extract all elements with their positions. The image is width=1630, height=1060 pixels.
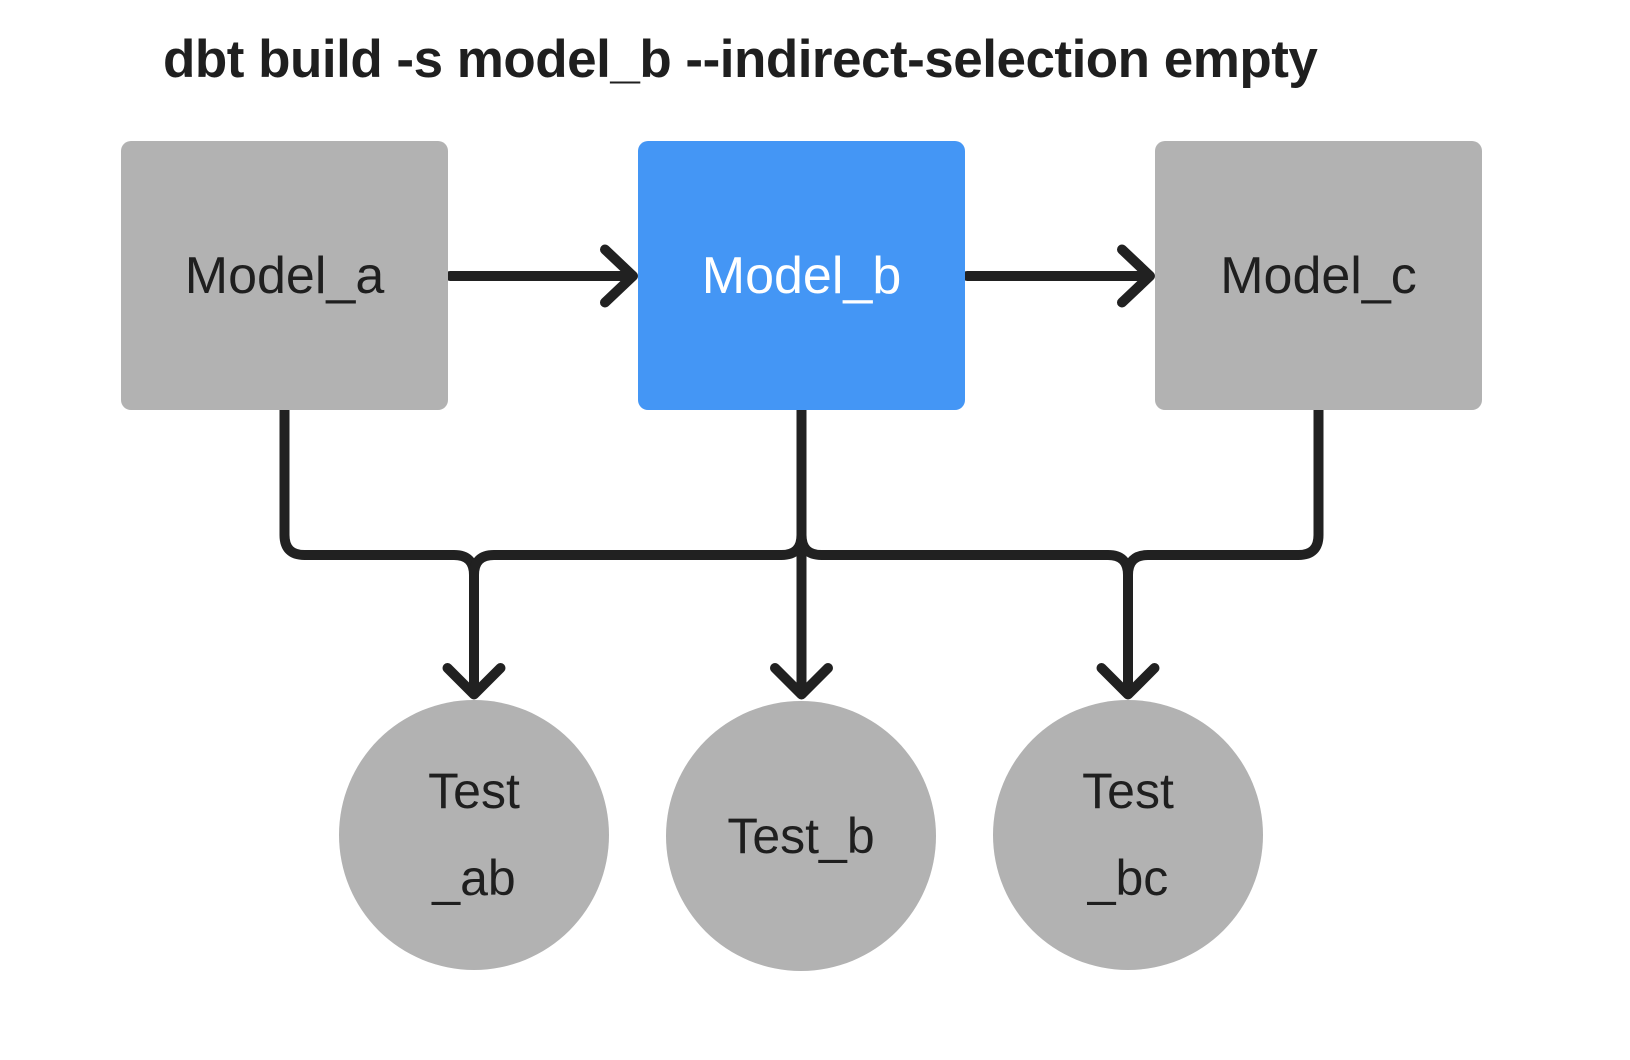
command-title: dbt build -s model_b --indirect-selectio… xyxy=(163,30,1318,89)
edge-model-a-to-model-b-arrow xyxy=(445,244,638,308)
edge-model-c-to-test-bc xyxy=(1123,405,1324,696)
node-model-a: Model_a xyxy=(121,141,448,410)
edge-model-b-to-test-bc xyxy=(796,405,1133,696)
node-model-b-label: Model_b xyxy=(701,246,902,305)
node-test-bc-label-line2: _bc xyxy=(1087,850,1169,906)
node-test-bc-label-line1: Test xyxy=(1082,763,1174,819)
arrowhead-test-ab-icon xyxy=(442,663,506,700)
arrowhead-test-b-icon xyxy=(770,663,833,700)
edge-model-a-to-test-ab xyxy=(279,405,479,696)
node-model-b-selected: Model_b xyxy=(638,141,965,410)
node-model-c: Model_c xyxy=(1155,141,1482,410)
node-test-b-label-line1: Test_b xyxy=(727,807,875,864)
edge-model-b-to-model-c-arrow xyxy=(962,244,1155,308)
node-model-c-label: Model_c xyxy=(1220,246,1417,305)
node-test-ab: Test _ab xyxy=(339,700,609,970)
arrowhead-test-bc-icon xyxy=(1096,663,1160,700)
node-test-ab-label-line1: Test xyxy=(428,763,520,819)
node-model-a-label: Model_a xyxy=(184,246,385,305)
node-test-bc: Test _bc xyxy=(993,700,1263,970)
edge-model-b-to-test-ab xyxy=(469,405,807,696)
node-test-b: Test_b xyxy=(666,701,936,971)
node-test-ab-label-line2: _ab xyxy=(432,850,516,906)
